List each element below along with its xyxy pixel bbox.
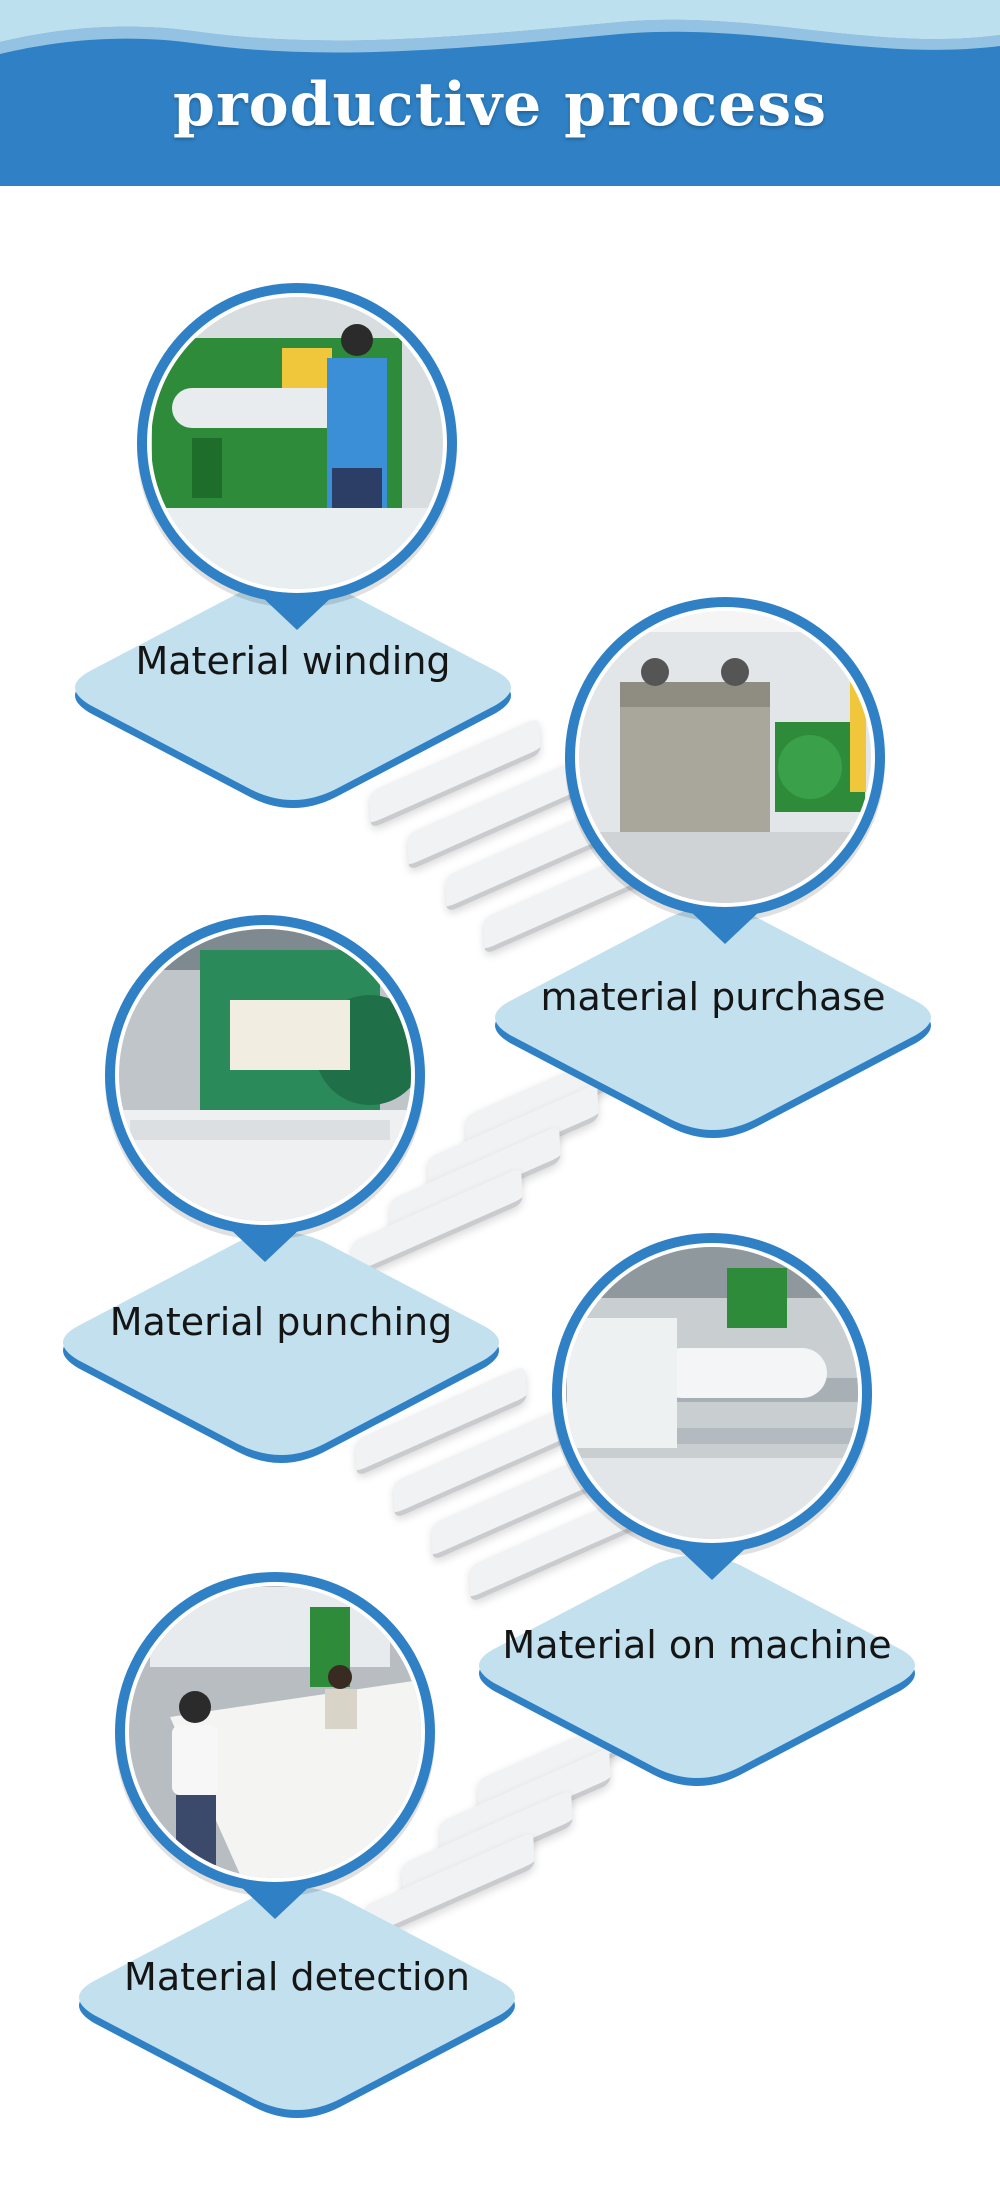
diamond-plate — [75, 577, 511, 808]
material-purchase-photo-pin — [560, 592, 890, 948]
factory-calender-operator-photo — [137, 283, 457, 630]
header-banner: productive process — [0, 0, 1000, 186]
process-step-material-purchase: material purchase — [480, 905, 946, 1145]
diamond-plate — [79, 1887, 515, 2118]
sheet-rolling-line-photo — [552, 1233, 872, 1580]
process-step-material-punching: Material punching — [48, 1230, 514, 1470]
autoclave-vulcanizing-tank-photo — [565, 597, 885, 944]
diamond-plate — [495, 907, 931, 1138]
worker-inspecting-sheet-photo — [115, 1572, 435, 1919]
step-label: material purchase — [540, 975, 886, 1019]
step-label: Material on machine — [502, 1623, 892, 1667]
process-step-material-winding: Material winding — [60, 575, 526, 815]
process-step-material-on-machine: Material on machine — [464, 1553, 930, 1793]
page-title: productive process — [173, 70, 827, 140]
process-step-material-detection: Material detection — [64, 1885, 530, 2125]
step-label: Material punching — [109, 1300, 453, 1344]
wave-decoration — [0, 0, 1000, 54]
step-label: Material detection — [124, 1955, 470, 1999]
material-winding-photo-pin — [132, 278, 462, 634]
calender-rolling-machine-photo — [105, 915, 425, 1262]
diamond-plate — [479, 1555, 915, 1786]
material-punching-photo-pin — [100, 910, 430, 1266]
step-label: Material winding — [135, 639, 451, 683]
material-detection-photo-pin — [110, 1567, 440, 1923]
diamond-plate — [63, 1232, 499, 1463]
material-on-machine-photo-pin — [547, 1228, 877, 1584]
